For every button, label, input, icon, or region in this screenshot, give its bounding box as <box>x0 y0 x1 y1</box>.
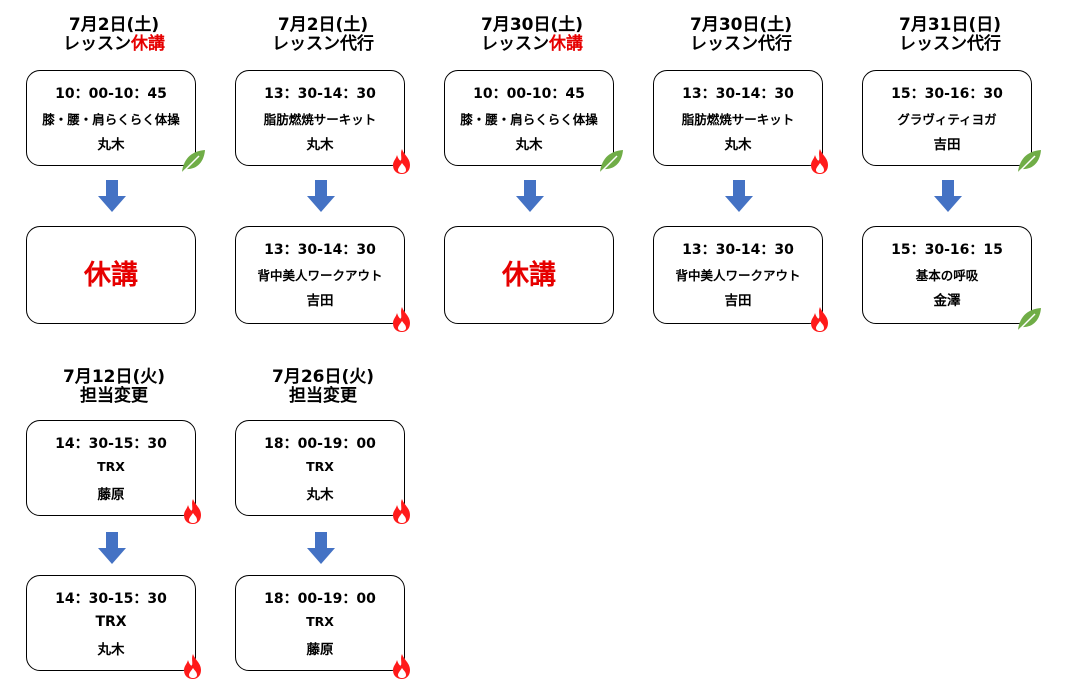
column-header: 7月26日(火) 担当変更 <box>235 368 411 406</box>
down-arrow-icon <box>725 180 753 212</box>
flame-icon <box>811 149 828 174</box>
change-column-5: 7月31日(日) レッスン代行 15：30-16：30 グラヴィティヨガ 吉田 … <box>862 16 1041 336</box>
change-column-7: 7月26日(火) 担当変更 18：00-19：00 TRX 丸木 18：00-1… <box>235 368 411 688</box>
leaf-icon <box>598 150 623 175</box>
lesson-time: 18：00-19：00 <box>264 591 376 607</box>
cancelled-label: 休講 <box>502 260 556 291</box>
lesson-time: 15：30-16：15 <box>891 242 1003 258</box>
change-column-1: 7月2日(土) レッスン休講 10：00-10：45 膝・腰・肩らくらく体操 丸… <box>26 16 205 336</box>
before-lesson-card: 18：00-19：00 TRX 丸木 <box>235 420 410 524</box>
cancelled-label: 休講 <box>84 260 138 291</box>
before-lesson-card: 10：00-10：45 膝・腰・肩らくらく体操 丸木 <box>26 70 205 175</box>
header-type: レッスン代行 <box>899 34 1001 54</box>
header-type: 担当変更 <box>289 386 357 406</box>
lesson-time: 10：00-10：45 <box>473 86 585 102</box>
down-arrow-icon <box>307 180 335 212</box>
after-lesson-card: 15：30-16：15 基本の呼吸 金澤 <box>862 226 1041 333</box>
after-lesson-card: 休講 <box>444 226 614 324</box>
change-column-6: 7月12日(火) 担当変更 14：30-15：30 TRX 藤原 14：30-1… <box>26 368 202 688</box>
flame-icon <box>184 499 201 524</box>
lesson-time: 13：30-14：30 <box>264 86 376 102</box>
before-lesson-card: 14：30-15：30 TRX 藤原 <box>26 420 201 524</box>
column-header: 7月30日(土) レッスン代行 <box>653 16 829 54</box>
column-header: 7月31日(日) レッスン代行 <box>862 16 1038 54</box>
lesson-time: 14：30-15：30 <box>55 436 167 452</box>
instructor-name: 藤原 <box>97 487 125 503</box>
after-lesson-card: 13：30-14：30 背中美人ワークアウト 吉田 <box>235 226 410 332</box>
flame-icon <box>393 654 410 679</box>
header-date: 7月30日(土) <box>689 15 793 35</box>
flame-icon <box>184 654 201 679</box>
column-header: 7月30日(土) レッスン休講 <box>444 16 620 54</box>
lesson-time: 18：00-19：00 <box>264 436 376 452</box>
lesson-time: 15：30-16：30 <box>891 86 1003 102</box>
instructor-name: 藤原 <box>306 642 334 658</box>
header-date: 7月31日(日) <box>898 15 1002 35</box>
header-type: 担当変更 <box>80 386 148 406</box>
after-lesson-card: 14：30-15：30 TRX 丸木 <box>26 575 201 679</box>
after-lesson-card: 13：30-14：30 背中美人ワークアウト 吉田 <box>653 226 828 332</box>
down-arrow-icon <box>307 532 335 564</box>
instructor-name: 丸木 <box>724 137 752 153</box>
after-lesson-card: 休講 <box>26 226 196 324</box>
header-type: レッスン休講 <box>63 34 165 54</box>
lesson-name: 脂肪燃焼サーキット <box>681 112 795 127</box>
header-date: 7月12日(火) <box>62 367 166 387</box>
lesson-name: TRX <box>97 459 125 474</box>
flame-icon <box>393 499 410 524</box>
lesson-time: 13：30-14：30 <box>682 86 794 102</box>
down-arrow-icon <box>98 180 126 212</box>
column-header: 7月2日(土) レッスン休講 <box>26 16 202 54</box>
lesson-name: 膝・腰・肩らくらく体操 <box>460 112 598 127</box>
lesson-time: 10：00-10：45 <box>55 86 167 102</box>
leaf-icon <box>1016 150 1041 175</box>
instructor-name: 丸木 <box>306 487 334 503</box>
lesson-name: 膝・腰・肩らくらく体操 <box>42 112 180 127</box>
header-date: 7月2日(土) <box>68 15 160 35</box>
change-column-4: 7月30日(土) レッスン代行 13：30-14：30 脂肪燃焼サーキット 丸木… <box>653 16 829 336</box>
instructor-name: 丸木 <box>97 642 125 658</box>
column-header: 7月12日(火) 担当変更 <box>26 368 202 406</box>
instructor-name: 丸木 <box>97 137 125 153</box>
lesson-time: 14：30-15：30 <box>55 591 167 607</box>
instructor-name: 金澤 <box>933 293 961 309</box>
before-lesson-card: 15：30-16：30 グラヴィティヨガ 吉田 <box>862 70 1041 175</box>
down-arrow-icon <box>934 180 962 212</box>
column-header: 7月2日(土) レッスン代行 <box>235 16 411 54</box>
lesson-time: 13：30-14：30 <box>264 242 376 258</box>
lesson-name: 背中美人ワークアウト <box>257 268 383 283</box>
instructor-name: 吉田 <box>933 137 961 153</box>
down-arrow-icon <box>98 532 126 564</box>
leaf-icon <box>1016 308 1041 333</box>
lesson-name: 背中美人ワークアウト <box>675 268 801 283</box>
header-date: 7月2日(土) <box>277 15 369 35</box>
lesson-name: TRX <box>306 614 334 629</box>
instructor-name: 吉田 <box>306 293 334 309</box>
before-lesson-card: 10：00-10：45 膝・腰・肩らくらく体操 丸木 <box>444 70 623 175</box>
lesson-name: グラヴィティヨガ <box>897 112 997 127</box>
lesson-time: 13：30-14：30 <box>682 242 794 258</box>
flame-icon <box>811 307 828 332</box>
header-type: レッスン代行 <box>690 34 792 54</box>
before-lesson-card: 13：30-14：30 脂肪燃焼サーキット 丸木 <box>653 70 828 174</box>
header-date: 7月26日(火) <box>271 367 375 387</box>
header-type: レッスン代行 <box>272 34 374 54</box>
flame-icon <box>393 149 410 174</box>
leaf-icon <box>180 150 205 175</box>
down-arrow-icon <box>516 180 544 212</box>
change-column-3: 7月30日(土) レッスン休講 10：00-10：45 膝・腰・肩らくらく体操 … <box>444 16 623 336</box>
change-column-2: 7月2日(土) レッスン代行 13：30-14：30 脂肪燃焼サーキット 丸木 … <box>235 16 411 336</box>
lesson-name: TRX <box>306 459 334 474</box>
after-lesson-card: 18：00-19：00 TRX 藤原 <box>235 575 410 679</box>
instructor-name: 丸木 <box>515 137 543 153</box>
instructor-name: 吉田 <box>724 293 752 309</box>
lesson-name: 脂肪燃焼サーキット <box>263 112 377 127</box>
lesson-name: TRX <box>95 614 127 630</box>
instructor-name: 丸木 <box>306 137 334 153</box>
header-type: レッスン休講 <box>481 34 583 54</box>
before-lesson-card: 13：30-14：30 脂肪燃焼サーキット 丸木 <box>235 70 410 174</box>
header-date: 7月30日(土) <box>480 15 584 35</box>
flame-icon <box>393 307 410 332</box>
lesson-name: 基本の呼吸 <box>915 268 979 283</box>
